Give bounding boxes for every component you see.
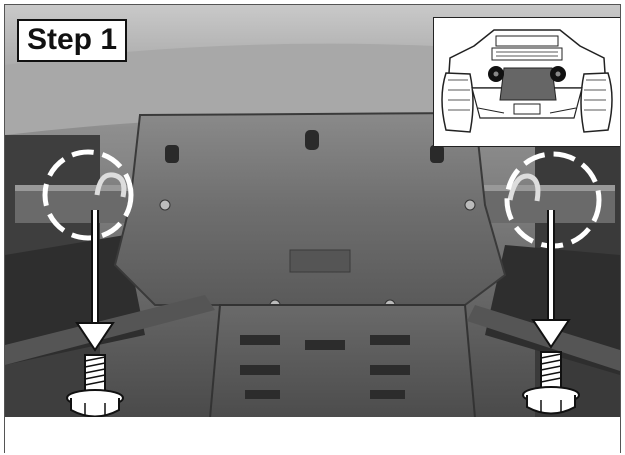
right-tow-hook bbox=[507, 173, 541, 202]
left-tow-hook bbox=[94, 172, 127, 198]
right-arrow-icon bbox=[531, 210, 571, 349]
lower-plate bbox=[208, 304, 477, 418]
left-mounting-callout bbox=[42, 149, 134, 241]
right-bolt-icon bbox=[522, 351, 580, 415]
step-label: Step 1 bbox=[17, 19, 128, 62]
left-arrow-icon bbox=[75, 210, 115, 352]
left-bolt-icon bbox=[66, 354, 124, 418]
caption-panel bbox=[4, 417, 621, 453]
vehicle-inset bbox=[433, 17, 620, 147]
vehicle-front-view-icon bbox=[441, 29, 613, 133]
underbody-photo: Step 1 bbox=[4, 4, 621, 419]
